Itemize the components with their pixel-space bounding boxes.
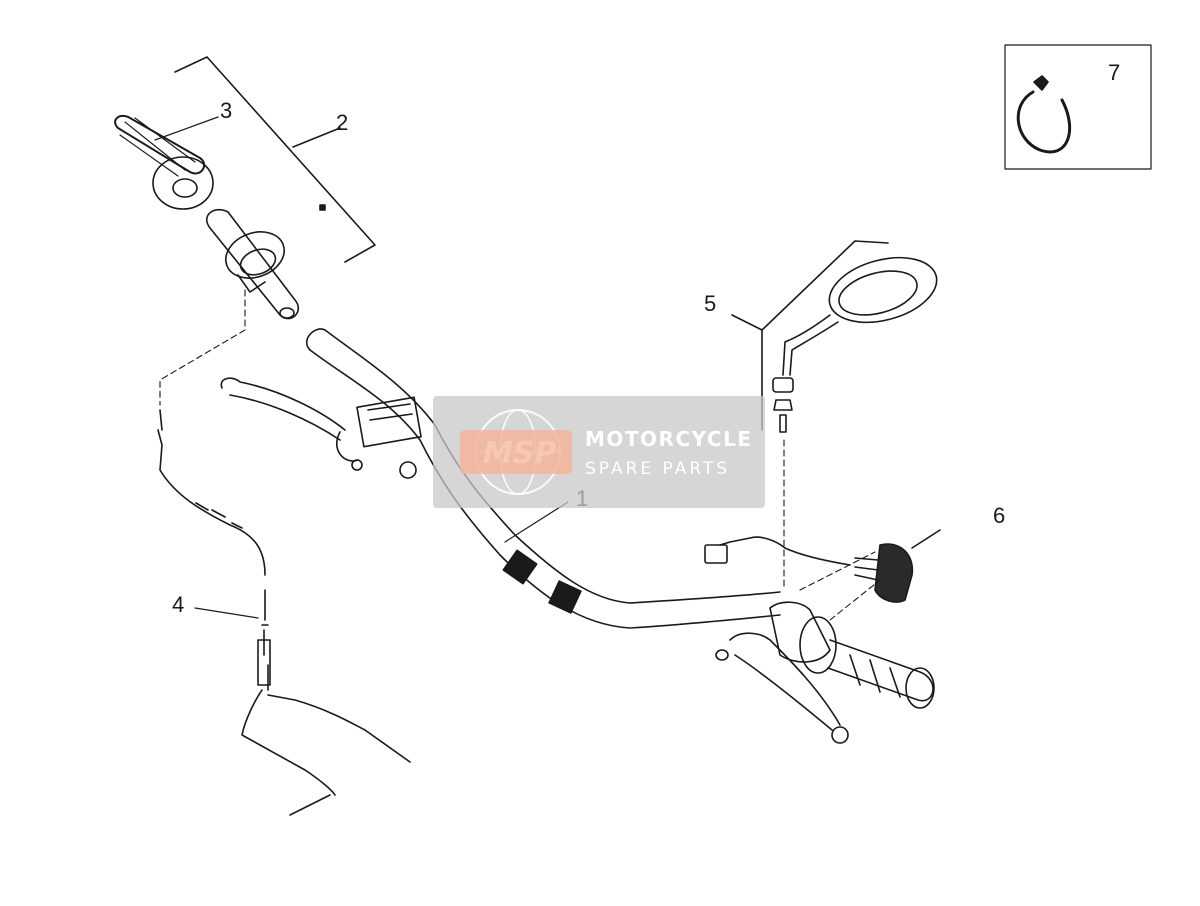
front-brake-lever (220, 377, 422, 479)
right-control-assembly (715, 601, 935, 744)
callout-2: 2 (336, 110, 348, 135)
part-2-bracket (174, 56, 376, 263)
part-4-throttle-cable (157, 289, 411, 816)
watermark-brand: MOTORCYCLE (585, 427, 752, 451)
callout-5: 5 (704, 291, 716, 316)
callout-6: 6 (993, 503, 1005, 528)
msp-watermark: MSP MOTORCYCLE SPARE PARTS (433, 396, 765, 508)
part-3-grip (114, 114, 214, 210)
callout-7: 7 (1108, 60, 1120, 85)
part-1-handlebar (305, 328, 781, 629)
callout-4: 4 (172, 592, 184, 617)
part-6-switch (704, 529, 941, 621)
leader-lines (154, 116, 569, 619)
callout-labels: 1 2 3 4 5 6 7 (172, 60, 1120, 617)
part-2-throttle (205, 208, 300, 320)
callout-3: 3 (220, 98, 232, 123)
watermark-logo-text: MSP (483, 436, 556, 471)
watermark-tagline: SPARE PARTS (585, 459, 730, 479)
part-7-inset (1004, 44, 1152, 170)
